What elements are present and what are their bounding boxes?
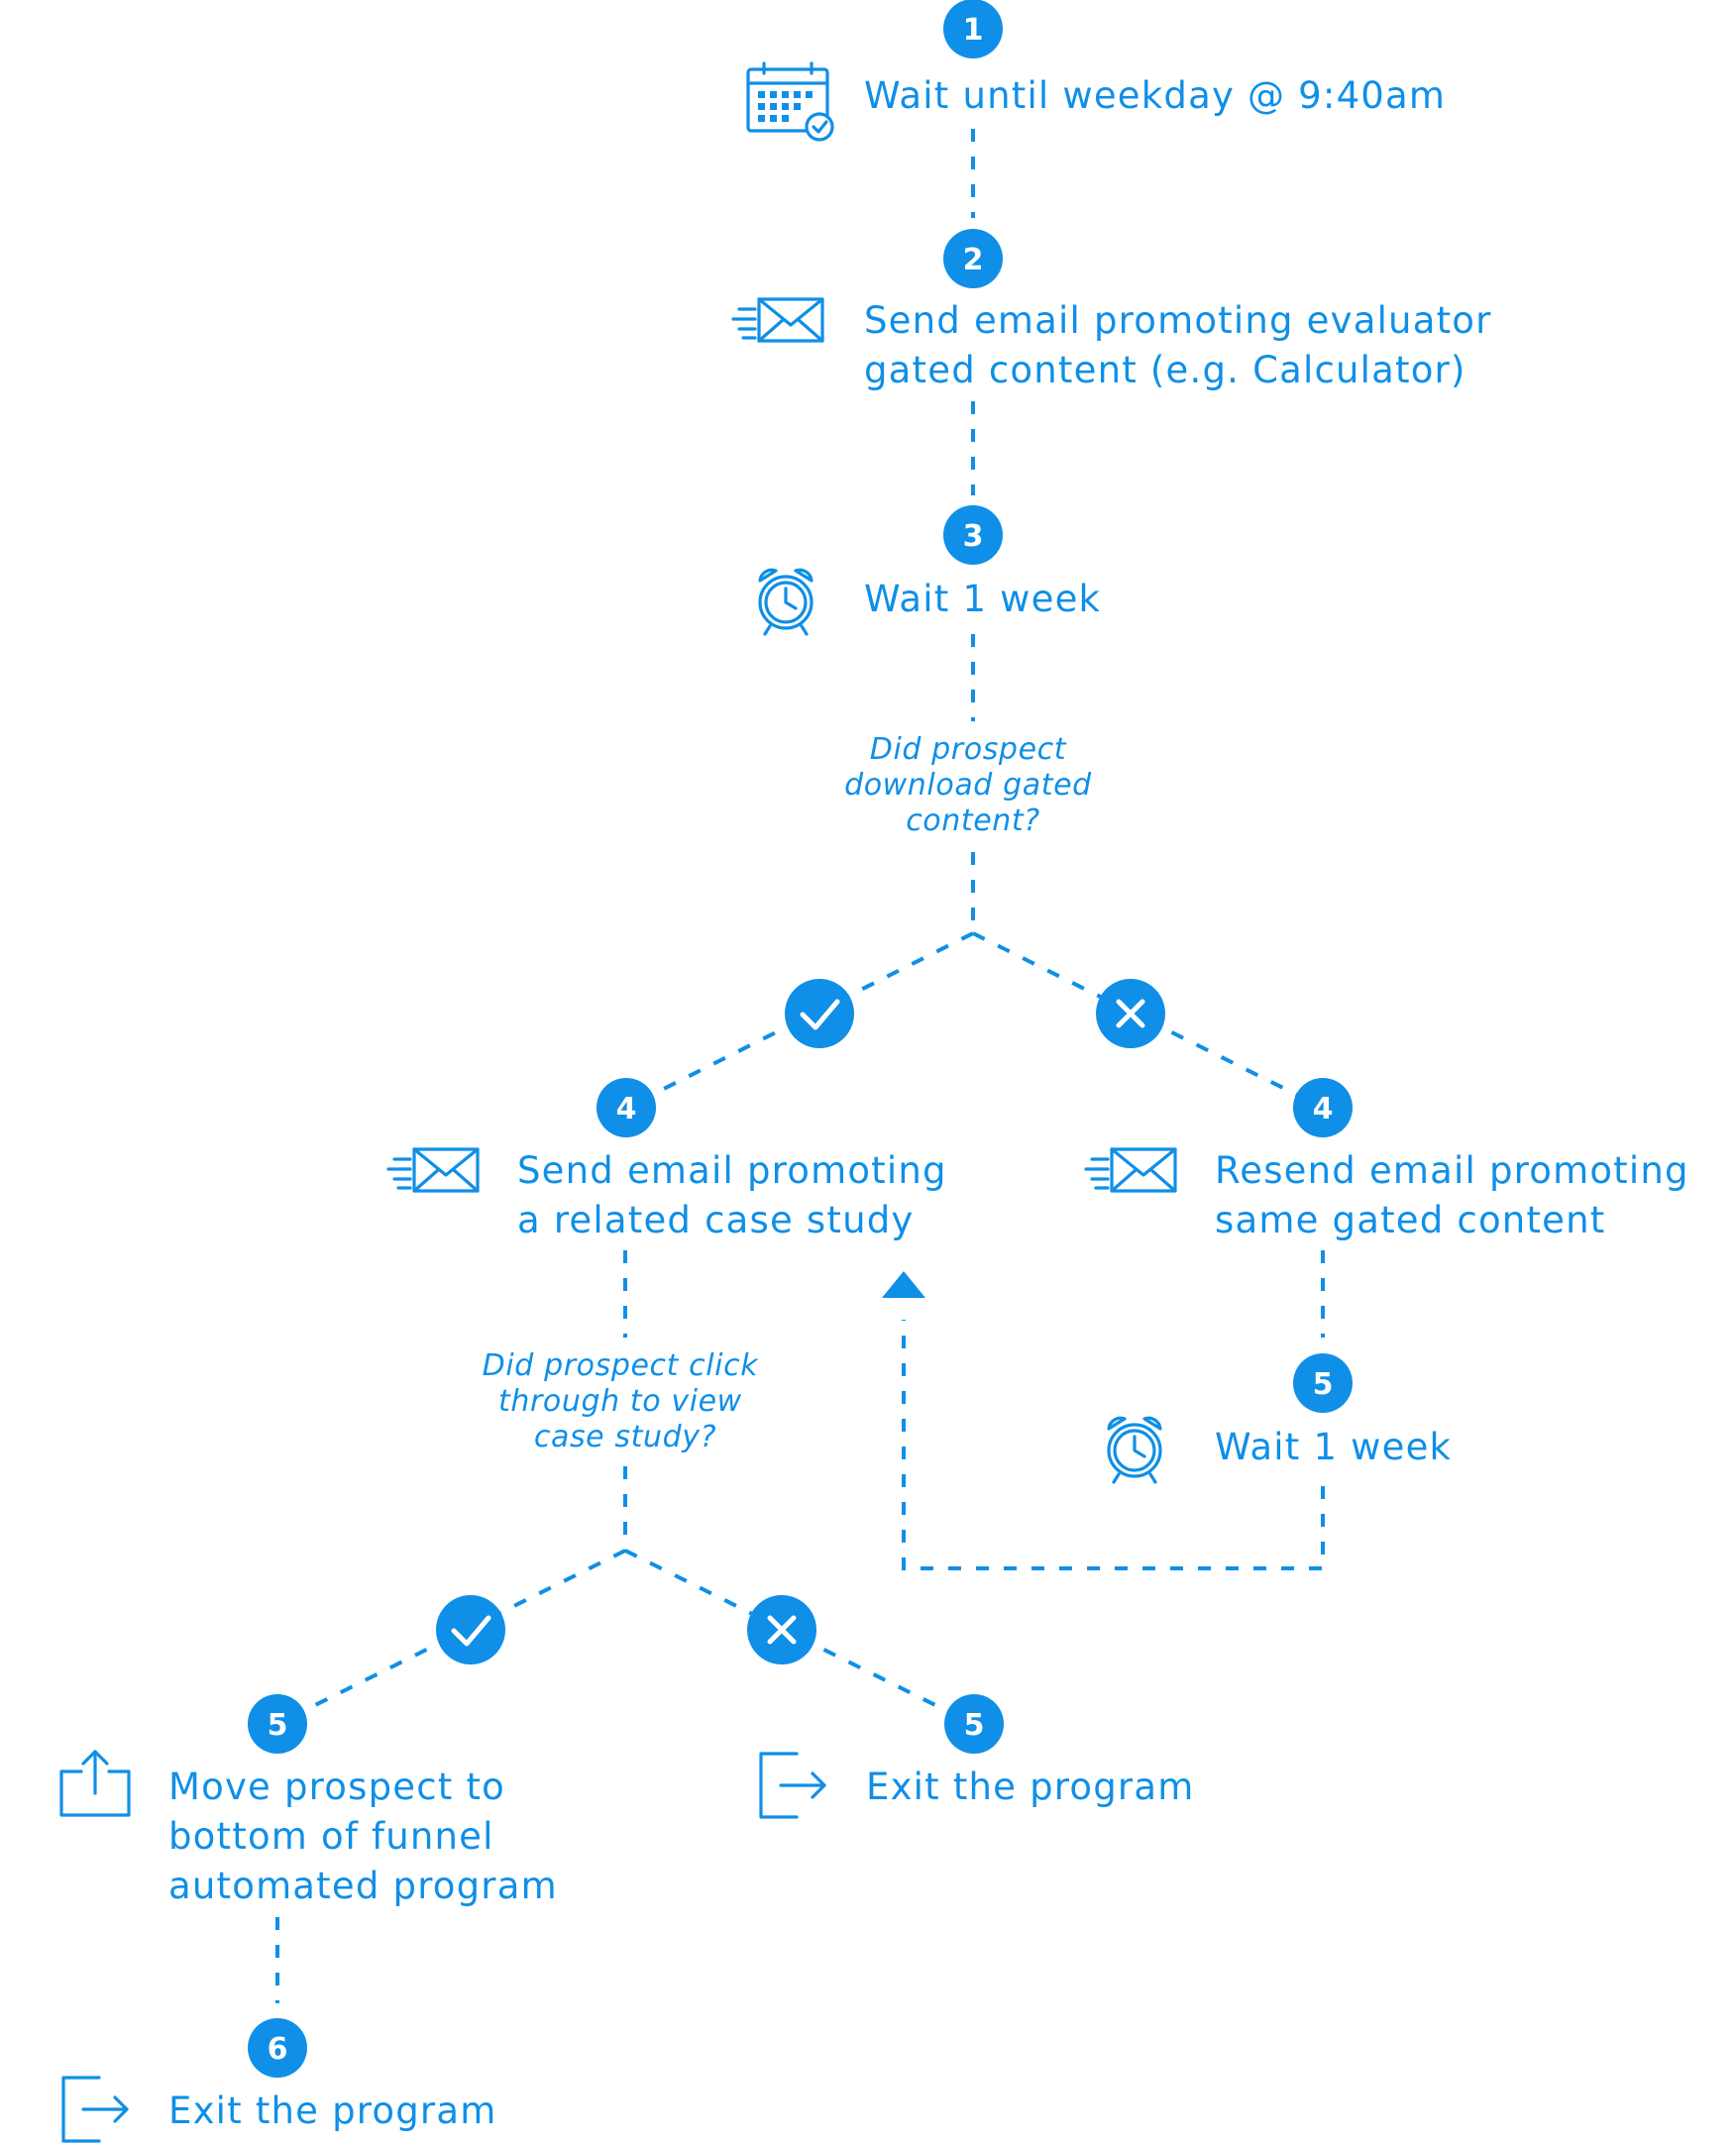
check-icon xyxy=(800,999,840,1030)
branch-no-marker xyxy=(1096,979,1165,1048)
alarm-clock-icon xyxy=(758,568,814,636)
step-badge-number: 4 xyxy=(1313,1092,1334,1126)
step-badge-number: 4 xyxy=(616,1092,637,1126)
connectors xyxy=(275,129,1325,2003)
step-text: Exit the program xyxy=(168,2090,496,2132)
step-4-case-study: 4 Send email promoting a related case st… xyxy=(386,1078,960,1241)
check-icon xyxy=(451,1615,491,1647)
x-icon xyxy=(1116,999,1145,1028)
step-4-resend: 4 Resend email promoting same gated cont… xyxy=(1084,1078,1702,1241)
step-badge-number: 3 xyxy=(963,519,984,554)
decision-question-1: Did prospect download gated content? xyxy=(844,732,1102,838)
step-badge-number: 6 xyxy=(268,2032,288,2067)
step-badge xyxy=(1293,1353,1353,1413)
calendar-check-icon xyxy=(746,61,834,142)
step-badge xyxy=(943,229,1003,288)
step-badge-number: 2 xyxy=(963,243,984,277)
email-send-icon xyxy=(386,1147,480,1193)
loop-back-arrowhead xyxy=(882,1271,925,1298)
alarm-clock-icon xyxy=(1107,1416,1162,1484)
step-badge-number: 5 xyxy=(1313,1367,1334,1402)
email-send-icon xyxy=(731,297,824,343)
step-badge xyxy=(248,1694,307,1754)
step-text: Send email promoting a related case stud… xyxy=(517,1149,960,1241)
step-3: 3 Wait 1 week xyxy=(758,505,1101,636)
step-1: 1 Wait until weekday @ 9:40am xyxy=(746,0,1446,142)
step-text: Send email promoting evaluator gated con… xyxy=(864,299,1505,391)
step-2: 2 Send email promoting evaluator gated c… xyxy=(731,229,1505,391)
branch2-yes-marker xyxy=(436,1595,505,1664)
step-text: Resend email promoting same gated conten… xyxy=(1215,1149,1702,1241)
exit-icon xyxy=(61,2076,129,2143)
step-5-wait: 5 Wait 1 week xyxy=(1107,1353,1452,1484)
step-badge-number: 5 xyxy=(964,1708,985,1743)
email-send-icon xyxy=(1084,1147,1177,1193)
step-text: Wait until weekday @ 9:40am xyxy=(864,74,1446,117)
step-badge xyxy=(943,505,1003,565)
decision-question-2: Did prospect click through to view case … xyxy=(483,1348,769,1454)
step-badge-number: 1 xyxy=(963,13,984,48)
step-badge xyxy=(1293,1078,1353,1137)
x-icon xyxy=(767,1615,797,1645)
step-badge xyxy=(597,1078,656,1137)
branch-yes-marker xyxy=(785,979,854,1048)
connector-fork-yes xyxy=(625,931,974,1110)
step-badge xyxy=(944,1694,1004,1754)
share-export-icon xyxy=(59,1750,131,1817)
exit-icon xyxy=(759,1752,826,1819)
branch2-no-marker xyxy=(747,1595,816,1664)
step-5-exit: 5 Exit the program xyxy=(759,1694,1194,1819)
step-6-exit: 6 Exit the program xyxy=(61,2018,496,2143)
step-text: Wait 1 week xyxy=(864,578,1101,620)
step-badge xyxy=(248,2018,307,2078)
step-text: Move prospect to bottom of funnel automa… xyxy=(168,1766,558,1907)
step-text: Exit the program xyxy=(866,1766,1194,1808)
step-badge xyxy=(943,0,1003,58)
step-badge-number: 5 xyxy=(268,1708,288,1743)
step-5-move-prospect: 5 Move prospect to bottom of funnel auto… xyxy=(59,1694,558,1907)
step-text: Wait 1 week xyxy=(1215,1426,1452,1468)
